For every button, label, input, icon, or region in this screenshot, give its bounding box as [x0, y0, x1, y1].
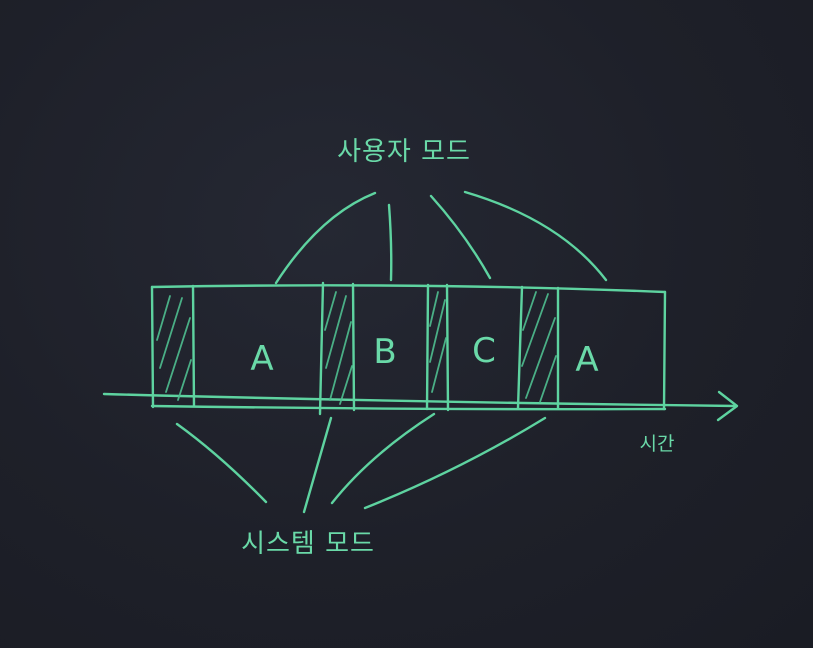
system-slice-1 [156, 295, 192, 401]
divider-4 [425, 283, 430, 411]
timeline-box [150, 284, 667, 411]
segment-label-3: C [472, 331, 496, 371]
user-pointer-1 [274, 191, 377, 285]
divider-2 [318, 281, 325, 416]
divider-5 [445, 283, 450, 412]
user-pointer-4 [463, 190, 608, 282]
system-pointer-4 [363, 416, 547, 510]
system-slice-2 [324, 291, 353, 405]
divider-1 [191, 284, 196, 408]
segment-dividers [191, 281, 560, 416]
user-mode-label: 사용자 모드 [337, 137, 471, 167]
segment-label-2: B [373, 332, 396, 372]
time-axis-line [102, 392, 738, 408]
divider-3 [351, 282, 356, 412]
timeline-top-edge [150, 284, 667, 294]
user-pointer-3 [429, 194, 492, 280]
timeline-right-edge [662, 290, 667, 411]
divider-6 [516, 285, 524, 410]
system-mode-label: 시스템 모드 [241, 529, 375, 559]
user-mode-pointers [274, 190, 608, 285]
time-axis-label: 시간 [640, 433, 675, 455]
timeline-bottom-edge [150, 404, 667, 411]
system-pointer-1 [175, 422, 268, 504]
system-mode-pointers [175, 412, 547, 514]
system-slice-3 [429, 291, 447, 393]
segment-label-1: A [250, 339, 273, 379]
time-axis [102, 390, 739, 422]
user-segment-labels: A B C A [250, 331, 598, 380]
system-slice-4 [521, 291, 557, 403]
user-pointer-2 [387, 203, 393, 282]
system-pointer-3 [330, 412, 436, 505]
timeline-left-edge [150, 285, 155, 409]
system-pointer-2 [302, 416, 333, 514]
segment-label-4: A [575, 340, 598, 380]
time-axis-arrowhead [716, 390, 739, 422]
